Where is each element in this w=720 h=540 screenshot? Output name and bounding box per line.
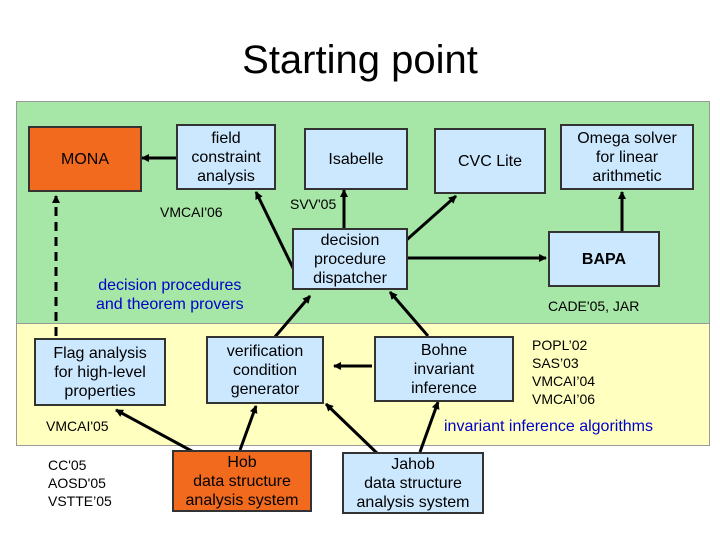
decision-procedures-caption: decision procedures and theorem provers bbox=[96, 277, 244, 313]
dispatcher-box: decision procedure dispatcher bbox=[292, 228, 408, 290]
isabelle-box: Isabelle bbox=[304, 128, 408, 190]
cvc-lite-box: CVC Lite bbox=[434, 128, 546, 194]
cvc-lite-label: CVC Lite bbox=[457, 152, 523, 170]
invariant-inference-caption: invariant inference algorithms bbox=[444, 418, 653, 435]
arrow-hob-to-vcgen bbox=[238, 405, 258, 451]
arrow-jahob-to-bohne bbox=[418, 401, 440, 453]
vcgen-box: verification condition generator bbox=[206, 336, 324, 404]
hob-box: Hob data structure analysis system bbox=[172, 450, 312, 512]
arrow-jahob-to-vcgen bbox=[324, 402, 382, 458]
jahob-box: Jahob data structure analysis system bbox=[342, 452, 484, 514]
svv05-label: SVV'05 bbox=[290, 196, 337, 212]
arrow-dispatcher-to-field bbox=[254, 191, 296, 271]
flag-analysis-box: Flag analysis for high-level properties bbox=[34, 338, 166, 406]
bohne-label: Bohne invariant inference bbox=[411, 341, 477, 397]
arrow-vcgen-to-dispatcher bbox=[272, 295, 312, 339]
vmcai05-label: VMCAI'05 bbox=[46, 418, 109, 434]
flag-analysis-label: Flag analysis for high-level properties bbox=[53, 344, 147, 400]
dispatcher-label: decision procedure dispatcher bbox=[313, 231, 387, 287]
hob-label: Hob data structure analysis system bbox=[185, 453, 299, 509]
vmcai06-label: VMCAI'06 bbox=[160, 204, 223, 220]
popl-publications: POPL’02 SAS’03 VMCAI’04 VMCAI’06 bbox=[532, 337, 596, 407]
omega-solver-box: Omega solver for linear arithmetic bbox=[560, 124, 694, 190]
hob-publications: CC'05 AOSD'05 VSTTE’05 bbox=[48, 457, 112, 509]
field-constraint-box: field constraint analysis bbox=[176, 124, 276, 190]
mona-label: MONA bbox=[61, 150, 109, 168]
bapa-label: BAPA bbox=[581, 250, 627, 268]
slide-title: Starting point bbox=[242, 38, 478, 82]
bapa-box: BAPA bbox=[548, 231, 660, 287]
jahob-label: Jahob data structure analysis system bbox=[356, 455, 470, 511]
bohne-box: Bohne invariant inference bbox=[374, 336, 514, 402]
vcgen-label: verification condition generator bbox=[226, 342, 304, 398]
cade-jar-label: CADE'05, JAR bbox=[548, 298, 640, 314]
isabelle-label: Isabelle bbox=[328, 150, 384, 168]
mona-box: MONA bbox=[28, 126, 142, 192]
arrow-dispatcher-to-cvc bbox=[401, 194, 457, 246]
arrow-bohne-to-dispatcher bbox=[388, 291, 430, 337]
field-constraint-label: field constraint analysis bbox=[191, 129, 261, 185]
omega-solver-label: Omega solver for linear arithmetic bbox=[577, 129, 677, 185]
